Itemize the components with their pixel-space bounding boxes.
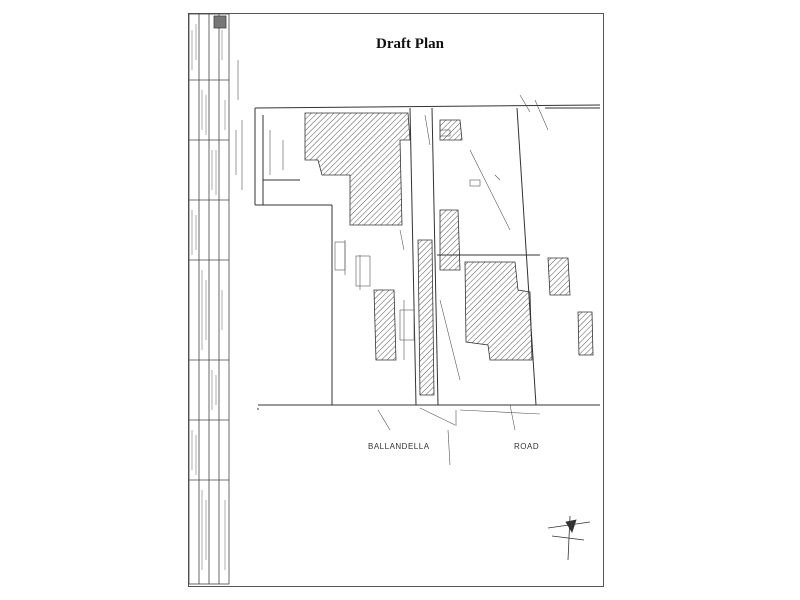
north-arrow-icon xyxy=(547,515,591,561)
existing-buildings xyxy=(304,112,594,396)
road-name-right: ROAD xyxy=(514,442,540,451)
road-name-left: BALLANDELLA xyxy=(368,442,430,451)
dimension-annotations xyxy=(235,60,549,466)
page-title: Draft Plan xyxy=(376,36,444,52)
title-block xyxy=(188,13,230,585)
plan-sheet xyxy=(188,13,604,587)
lot-boundaries xyxy=(254,104,601,410)
